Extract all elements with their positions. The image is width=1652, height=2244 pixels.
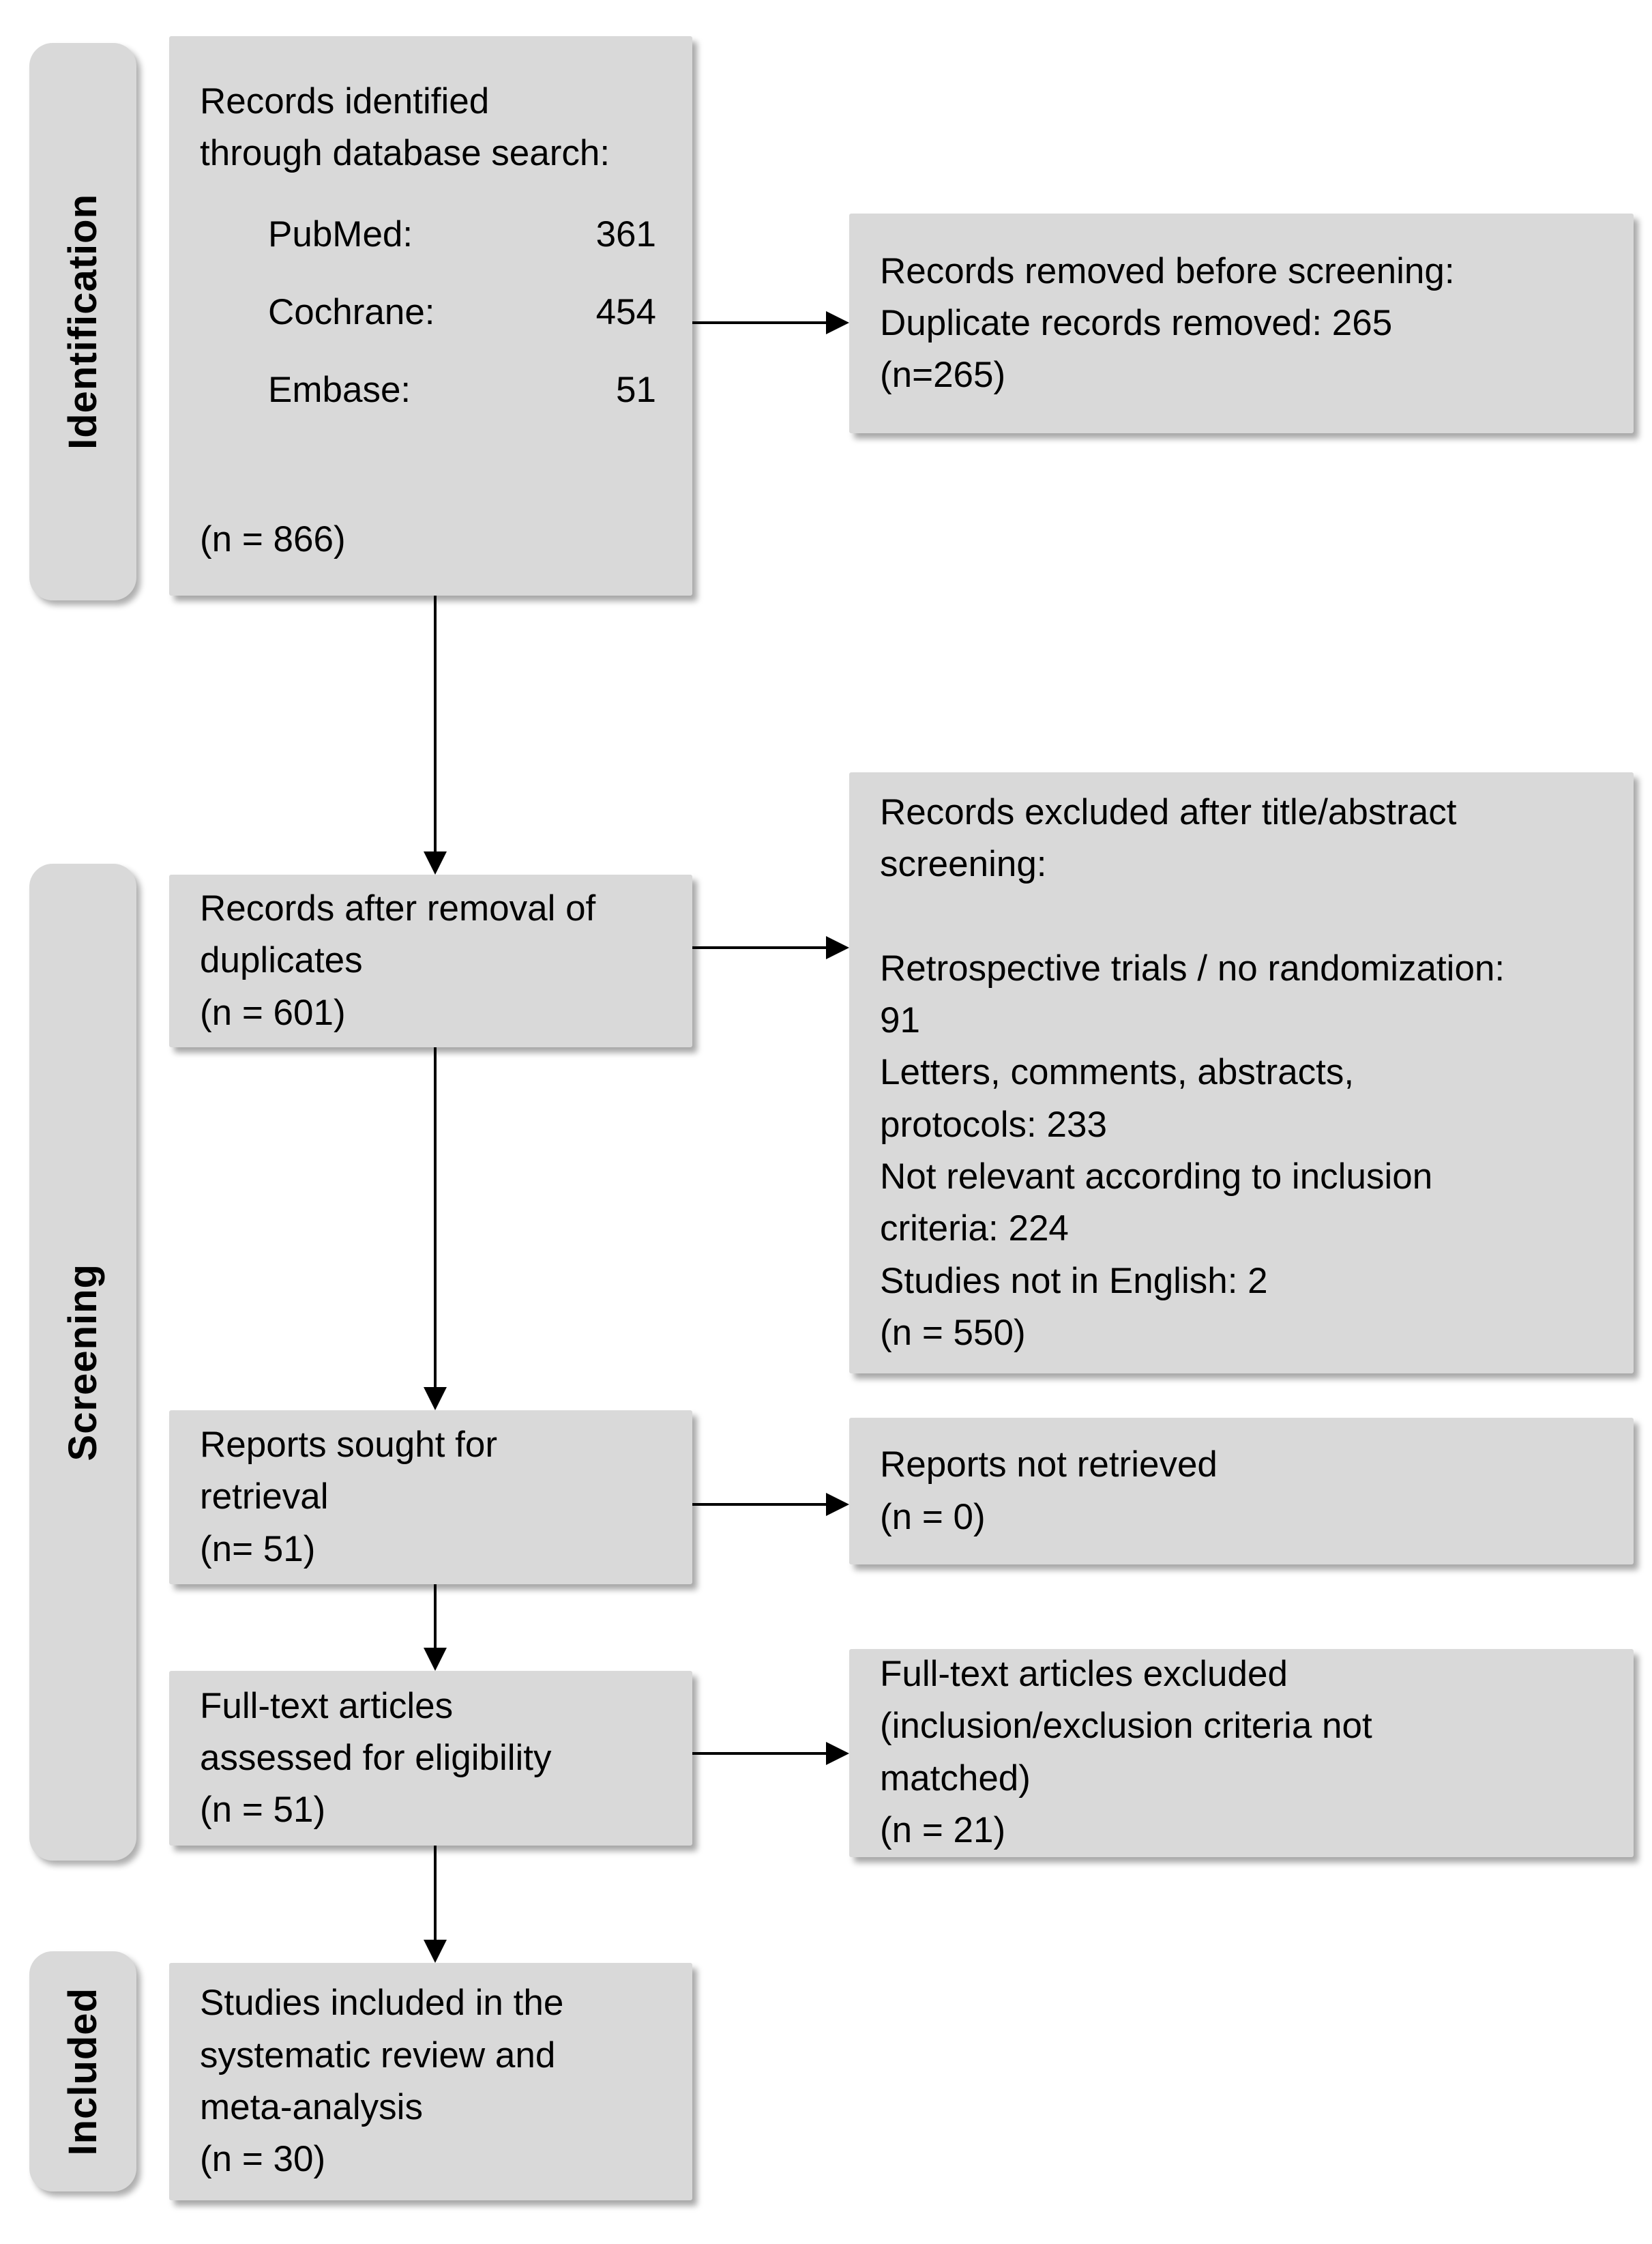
- text-line: 91: [880, 1000, 920, 1041]
- text-line: [880, 890, 1603, 942]
- text-line: retrieval: [200, 1476, 329, 1517]
- text-line: (n=265): [880, 355, 1006, 396]
- database-name: PubMed:: [268, 214, 413, 254]
- text-line: screening:: [880, 844, 1047, 885]
- text-line: meta-analysis: [200, 2087, 423, 2127]
- text-line: (n = 51): [200, 1790, 326, 1831]
- stage-band-included: Included: [29, 1951, 136, 2191]
- box-fulltext-excluded: Full-text articles excluded (inclusion/ex…: [849, 1649, 1634, 1857]
- text-line: (n = 30): [200, 2139, 326, 2180]
- arrow-identified-to-removed: [692, 311, 849, 334]
- text-line: (n = 550): [880, 1312, 1026, 1353]
- box-records-identified: Records identified through database sear…: [169, 36, 692, 596]
- text-line: Reports sought for: [200, 1425, 498, 1466]
- stage-label-screening: Screening: [61, 1263, 105, 1461]
- text-line: matched): [880, 1758, 1031, 1798]
- arrow-reports-sought-to-fulltext: [424, 1584, 447, 1671]
- box-studies-included: Studies included in the systematic review…: [169, 1963, 692, 2200]
- database-count: 51: [616, 370, 656, 411]
- spacer: [200, 417, 662, 514]
- text-line: (n = 601): [200, 992, 346, 1033]
- text-line: (n = 0): [880, 1496, 986, 1537]
- stage-band-identification: Identification: [29, 43, 136, 600]
- box-reports-sought: Reports sought for retrieval (n= 51): [169, 1410, 692, 1584]
- arrow-after-duplicates-to-reports-sought: [424, 1047, 447, 1410]
- text-line: Records removed before screening:: [880, 250, 1455, 291]
- text-line: Records after removal of: [200, 888, 596, 929]
- arrow-fulltext-to-excluded: [692, 1742, 849, 1765]
- total-count: (n = 866): [200, 519, 346, 559]
- text-line: Studies included in the: [200, 1983, 564, 2024]
- box-records-removed-before-screening: Records removed before screening: Duplica…: [849, 214, 1634, 433]
- box-records-excluded-screening: Records excluded after title/abstract scr…: [849, 772, 1634, 1373]
- text-line: criteria: 224: [880, 1208, 1069, 1249]
- database-name: Embase:: [268, 370, 411, 411]
- text-line: Records excluded after title/abstract: [880, 791, 1457, 832]
- database-name: Cochrane:: [268, 291, 435, 332]
- arrow-after-duplicates-to-excluded: [692, 936, 849, 959]
- database-row: Embase: 51: [268, 364, 656, 416]
- text-line: (n = 21): [880, 1809, 1006, 1850]
- box-fulltext-assessed: Full-text articles assessed for eligibili…: [169, 1671, 692, 1846]
- text-line: Records identified: [200, 81, 490, 121]
- text-line: Full-text articles: [200, 1685, 454, 1726]
- database-row: Cochrane: 454: [268, 287, 656, 338]
- text-line: Studies not in English: 2: [880, 1260, 1268, 1301]
- arrow-reports-sought-to-not-retrieved: [692, 1493, 849, 1516]
- stage-label-identification: Identification: [61, 194, 105, 450]
- stage-label-included: Included: [61, 1987, 105, 2156]
- text-line: (inclusion/exclusion criteria not: [880, 1706, 1372, 1747]
- text-line: duplicates: [200, 940, 363, 981]
- text-line: Retrospective trials / no randomization:: [880, 948, 1505, 989]
- text-line: through database search:: [200, 133, 610, 174]
- box-reports-not-retrieved: Reports not retrieved (n = 0): [849, 1418, 1634, 1564]
- text-line: assessed for eligibility: [200, 1737, 552, 1778]
- text-line: systematic review and: [200, 2035, 556, 2075]
- box-records-after-duplicates: Records after removal of duplicates (n = 6…: [169, 875, 692, 1047]
- stage-band-screening: Screening: [29, 864, 136, 1861]
- database-count: 454: [595, 291, 656, 332]
- text-line: (n= 51): [200, 1528, 316, 1569]
- arrow-fulltext-to-included: [424, 1846, 447, 1963]
- text-line: Duplicate records removed: 265: [880, 302, 1393, 343]
- database-count: 361: [595, 214, 656, 254]
- database-counts: PubMed: 361 Cochrane: 454 Embase: 51: [200, 209, 662, 417]
- text-line: Full-text articles excluded: [880, 1653, 1288, 1694]
- text-line: protocols: 233: [880, 1104, 1107, 1145]
- arrow-identified-to-after-duplicates: [424, 596, 447, 875]
- text-line: Not relevant according to inclusion: [880, 1156, 1433, 1197]
- text-line: Letters, comments, abstracts,: [880, 1052, 1355, 1093]
- database-row: PubMed: 361: [268, 209, 656, 261]
- text-line: Reports not retrieved: [880, 1444, 1218, 1485]
